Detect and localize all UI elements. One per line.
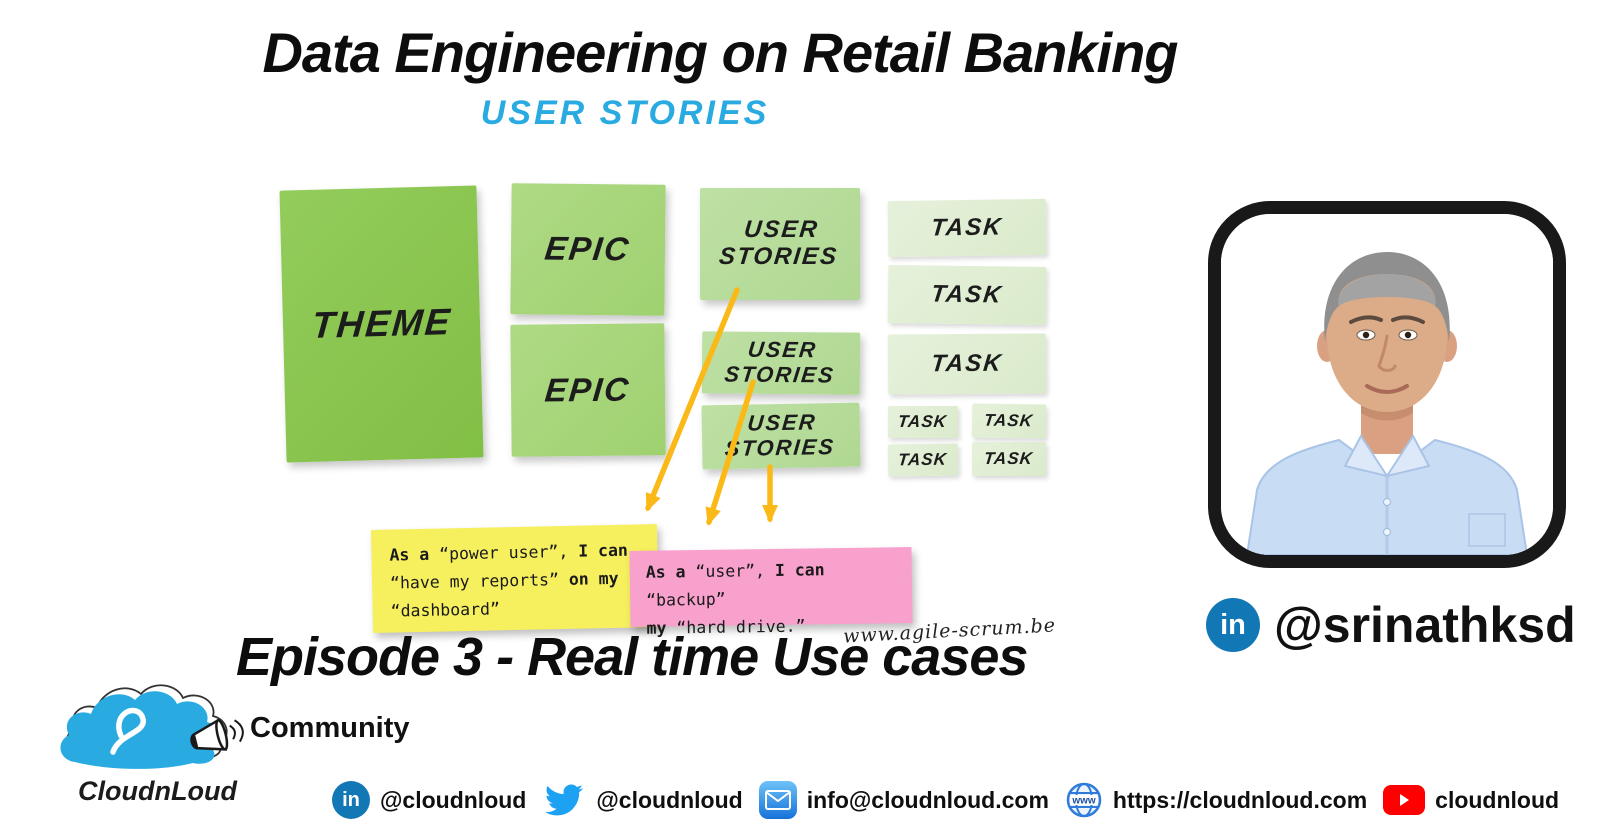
globe-www-label: www [1071, 796, 1096, 807]
footer-email: info@cloudnloud.com [758, 781, 1049, 819]
theme-note: THEME [279, 185, 484, 463]
page-subtitle: USER STORIES [480, 94, 770, 132]
youtube-icon [1383, 785, 1426, 815]
footer-website: www https://cloudnloud.com [1065, 781, 1367, 819]
task-note-4: TASK [888, 406, 958, 438]
task-label: TASK [897, 412, 949, 432]
twitter-icon [545, 784, 584, 816]
linkedin-icon: in [1206, 598, 1260, 652]
linkedin-glyph: in [342, 788, 360, 811]
task-label: TASK [983, 449, 1035, 469]
footer-social-bar: in @cloudnloud @cloudnloud info@cloudnlo… [332, 780, 1559, 820]
footer-linkedin-handle: @cloudnloud [380, 786, 527, 813]
task-note-7: TASK [972, 442, 1046, 476]
globe-www-icon: www [1066, 782, 1102, 818]
cloudnloud-logo-text: CloudnLoud [78, 776, 237, 806]
task-label: TASK [929, 349, 1005, 377]
pink-story-note: As a “user”, I can “backup”my “hard driv… [629, 547, 913, 638]
email-icon [758, 781, 797, 819]
profile-handle: @srinathksd [1274, 597, 1576, 653]
megaphone-icon [190, 718, 244, 751]
yellow-story-note: As a “power user”, I can“have my reports… [370, 524, 660, 633]
task-note-3: TASK [887, 333, 1047, 395]
community-label: Community [250, 712, 410, 744]
cloudnloud-logo-icon [60, 684, 244, 769]
footer-youtube: cloudnloud [1383, 785, 1559, 815]
footer-youtube-handle: cloudnloud [1435, 786, 1560, 813]
page-title: Data Engineering on Retail Banking [262, 21, 1178, 84]
linkedin-icon: in [332, 781, 370, 819]
episode-title: Episode 3 - Real time Use cases [236, 627, 1028, 687]
task-note-2: TASK [887, 265, 1047, 325]
linkedin-glyph: in [1220, 608, 1246, 641]
arrow-2 [705, 379, 756, 526]
footer-twitter: @cloudnloud [542, 781, 743, 819]
task-label: TASK [930, 213, 1005, 242]
task-label: TASK [929, 280, 1005, 308]
user-stories-note-1: USER STORIES [700, 188, 860, 300]
task-note-5: TASK [971, 403, 1047, 439]
footer-twitter-handle: @cloudnloud [596, 786, 743, 813]
arrow-1 [645, 287, 740, 512]
profile-handle-row: in @srinathksd [1206, 596, 1576, 654]
speaker-portrait-illustration [1221, 214, 1553, 555]
task-note-6: TASK [887, 443, 959, 477]
story-arrows [645, 287, 778, 526]
footer-email-text: info@cloudnloud.com [806, 786, 1049, 813]
speaker-photo [1208, 201, 1566, 568]
task-label: TASK [983, 411, 1035, 431]
task-note-1: TASK [887, 198, 1047, 258]
epic-label: EPIC [543, 229, 633, 268]
user-stories-label: USER STORIES [717, 216, 840, 270]
theme-label: THEME [310, 301, 453, 347]
footer-website-text: https://cloudnloud.com [1112, 786, 1368, 813]
footer-linkedin: in @cloudnloud [332, 781, 526, 819]
task-label: TASK [897, 450, 949, 470]
